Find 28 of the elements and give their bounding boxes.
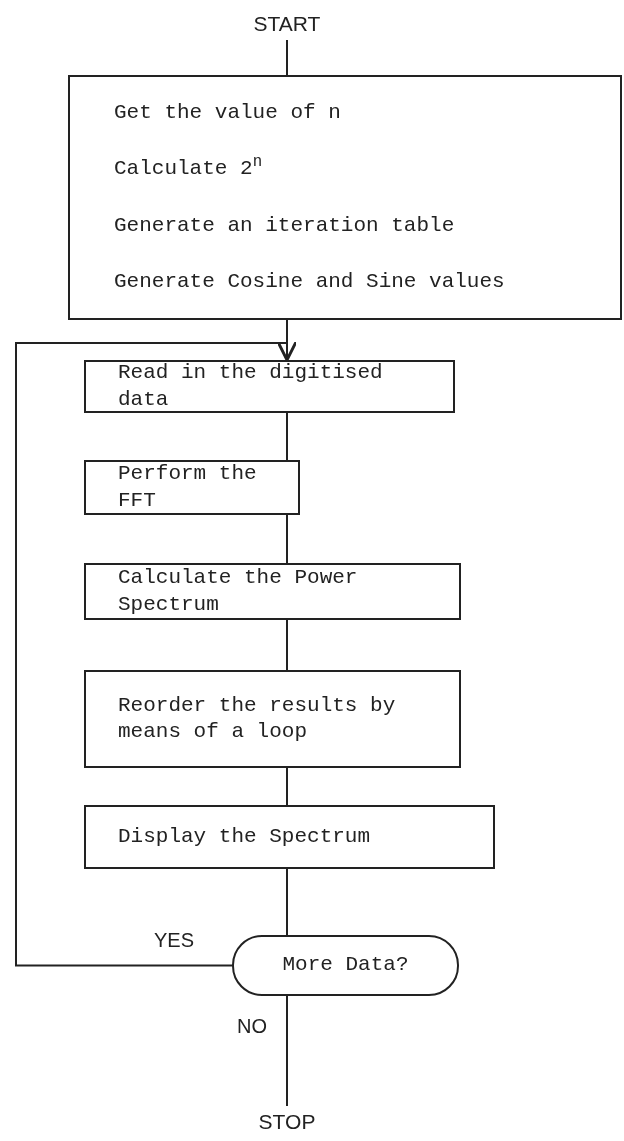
connector bbox=[286, 412, 288, 461]
step-text: Calculate the Power Spectrum bbox=[118, 565, 359, 618]
connector bbox=[286, 619, 288, 671]
process-box bbox=[84, 563, 461, 620]
step-text: Get the value of n bbox=[114, 100, 342, 126]
connector bbox=[286, 514, 288, 564]
process-box bbox=[84, 670, 461, 768]
connector bbox=[286, 995, 288, 1107]
process-box bbox=[68, 75, 622, 320]
process-box bbox=[84, 460, 300, 515]
step-text: Generate an iteration table bbox=[114, 212, 456, 239]
step-text: Display the Spectrum bbox=[118, 823, 371, 850]
step-text: More Data? bbox=[282, 952, 409, 979]
step-text: Perform the FFT bbox=[118, 461, 258, 514]
connector bbox=[15, 340, 298, 967]
process-box bbox=[84, 360, 455, 413]
step-text: Read in the digitised data bbox=[118, 360, 384, 413]
step-text: Generate Cosine and Sine values bbox=[114, 268, 506, 295]
process-box bbox=[84, 805, 495, 869]
terminal-label: START bbox=[253, 11, 321, 38]
connector bbox=[286, 767, 288, 806]
step-text: Calculate 2$^{n}$ bbox=[114, 156, 264, 183]
connector bbox=[286, 39, 288, 76]
terminal-label: STOP bbox=[258, 1109, 316, 1136]
step-text: Reorder the results by means of a loop bbox=[118, 692, 397, 745]
decision-terminal bbox=[232, 935, 459, 996]
connector bbox=[286, 868, 288, 936]
edge-label: NO bbox=[235, 1016, 269, 1036]
